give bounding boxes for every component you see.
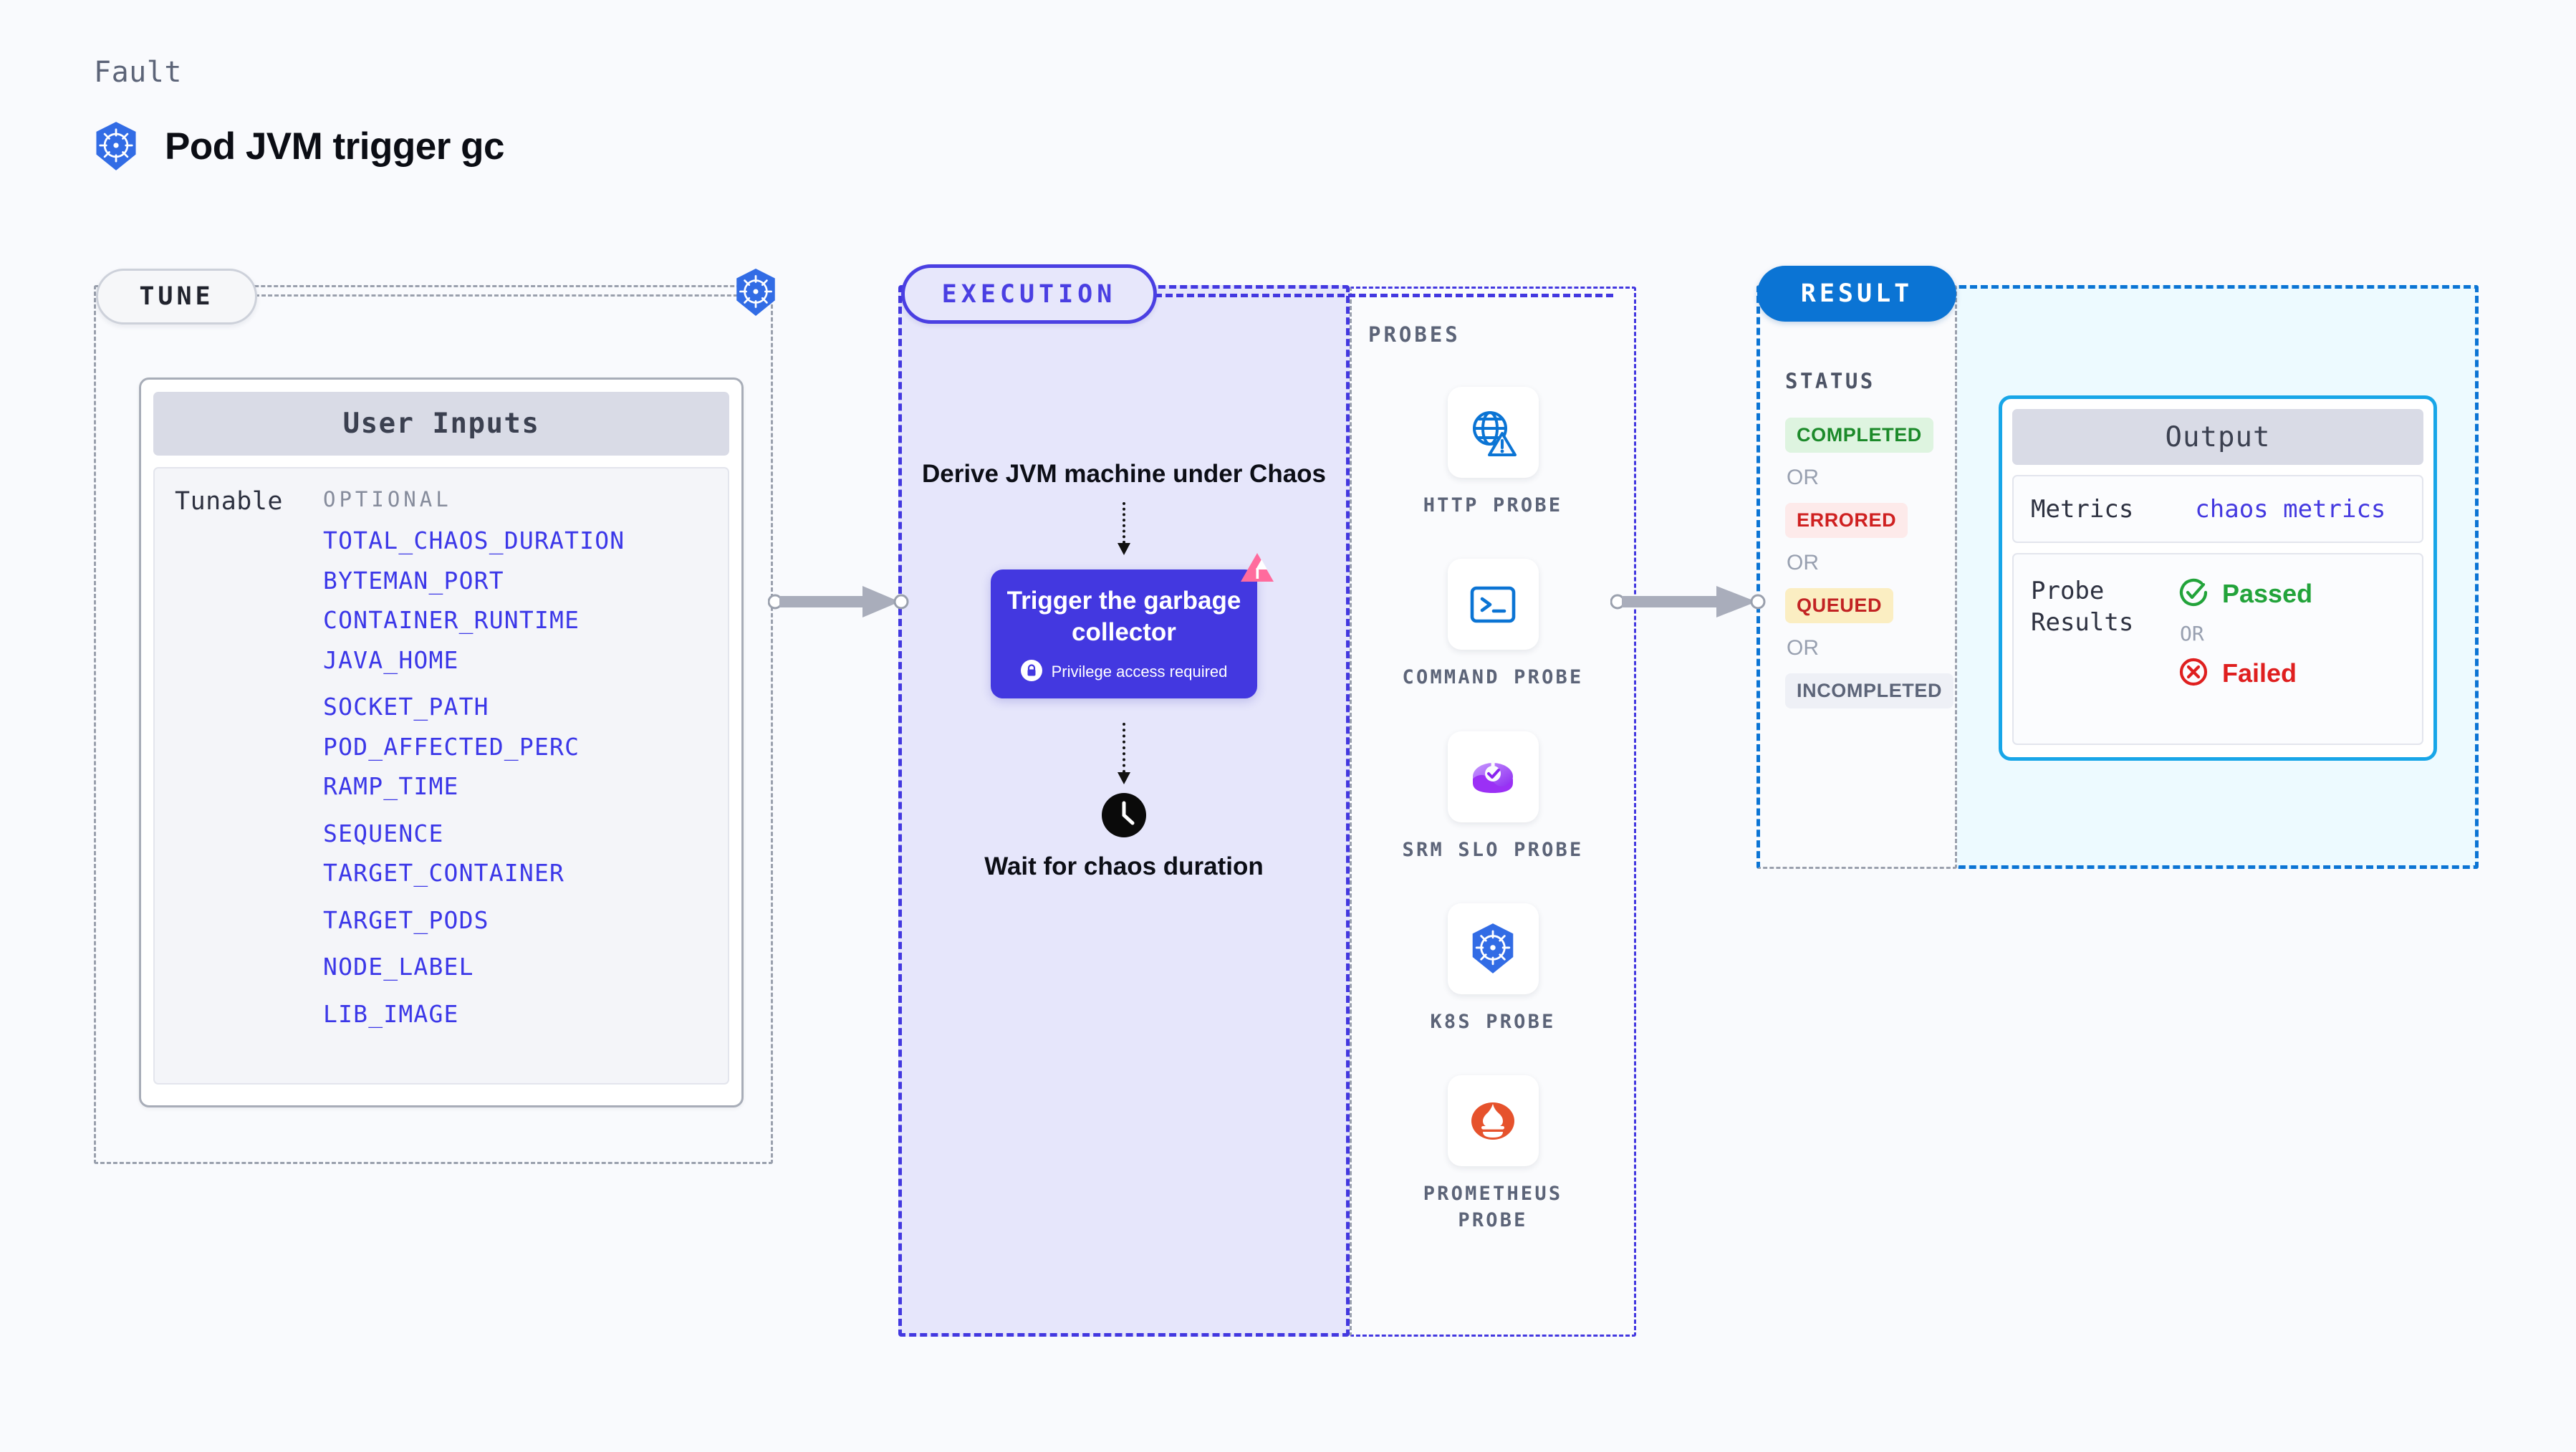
result-status-panel <box>1756 285 1957 869</box>
tunable-variable[interactable]: JAVA_HOME <box>323 645 459 674</box>
page-header: Pod JVM trigger gc <box>92 120 504 172</box>
execution-wait-node: Wait for chaos duration <box>984 773 1264 883</box>
tunable-variable-column: OPTIONAL TOTAL_CHAOS_DURATION BYTEMAN_POR… <box>323 487 728 1083</box>
privilege-note-text: Privilege access required <box>1051 663 1228 681</box>
output-card: Output Metrics chaos metrics Probe Resul… <box>1999 395 2437 761</box>
probe-item[interactable]: K8S PROBE <box>1385 903 1600 1035</box>
probe-label: K8S PROBE <box>1430 1010 1556 1033</box>
output-card-title: Output <box>2165 420 2271 453</box>
tunable-label-column: Tunable <box>155 487 323 1083</box>
status-badge: COMPLETED <box>1785 418 1933 453</box>
tunable-variable[interactable]: TARGET_PODS <box>323 905 489 934</box>
result-chip[interactable]: RESULT <box>1757 266 1956 322</box>
probes-section-label: PROBES <box>1368 322 1461 347</box>
tunable-label: Tunable <box>175 487 284 516</box>
x-circle-icon <box>2177 655 2210 691</box>
privilege-note: Privilege access required <box>1004 660 1244 684</box>
output-card-header: Output <box>2012 409 2423 465</box>
prometheus-icon <box>1447 1075 1539 1166</box>
kubernetes-icon <box>1447 903 1539 994</box>
status-or-label: OR <box>1787 636 1819 660</box>
status-heading: STATUS <box>1785 369 1875 393</box>
status-badge: QUEUED <box>1785 588 1894 623</box>
probe-result-failed: Failed <box>2177 655 2422 691</box>
execution-flow: Derive JVM machine under Chaos Trigger t… <box>898 458 1350 883</box>
globe-warning-icon <box>1447 387 1539 478</box>
tunable-variable[interactable]: TOTAL_CHAOS_DURATION <box>323 527 625 554</box>
kubernetes-icon <box>732 267 779 320</box>
optional-group-label: OPTIONAL <box>323 487 452 511</box>
execution-chip-label: EXECUTION <box>941 279 1117 309</box>
probe-item[interactable]: PROMETHEUS PROBE <box>1385 1075 1600 1234</box>
probe-item[interactable]: SRM SLO PROBE <box>1385 731 1600 863</box>
user-inputs-body: Tunable OPTIONAL TOTAL_CHAOS_DURATION BYT… <box>153 467 729 1085</box>
tunable-variable[interactable]: POD_AFFECTED_PERC <box>323 732 580 761</box>
tunable-variable[interactable]: CONTAINER_RUNTIME <box>323 606 580 635</box>
check-circle-icon <box>2177 576 2210 612</box>
probe-label: SRM SLO PROBE <box>1402 838 1584 861</box>
tune-chip[interactable]: TUNE <box>96 269 257 324</box>
tune-top-dashed-line <box>255 294 764 297</box>
lock-icon <box>1020 660 1042 684</box>
page-title: Pod JVM trigger gc <box>165 125 504 168</box>
execution-top-dashed-line <box>1155 294 1613 297</box>
litmus-chaos-icon <box>1238 550 1277 592</box>
status-badge-list: COMPLETED OR ERRORED OR QUEUED OR INCOMPLETED <box>1785 418 1957 708</box>
tunable-variable[interactable]: LIB_IMAGE <box>323 1000 459 1029</box>
status-badge: ERRORED <box>1785 503 1908 538</box>
probes-list: HTTP PROBE COMMAND PROBE SRM SLO PROBE <box>1350 387 1636 1234</box>
probe-label: COMMAND PROBE <box>1402 666 1584 689</box>
tunable-variable[interactable]: SOCKET_PATH <box>323 693 489 721</box>
result-chip-label: RESULT <box>1800 279 1913 308</box>
probe-result-or: OR <box>2180 622 2204 645</box>
output-metrics-row: Metrics chaos metrics <box>2012 475 2423 543</box>
tunable-variable[interactable]: NODE_LABEL <box>323 953 474 981</box>
terminal-icon <box>1447 559 1539 650</box>
user-inputs-card: User Inputs Tunable OPTIONAL TOTAL_CHAOS… <box>139 378 744 1107</box>
execution-step-wait: Wait for chaos duration <box>984 852 1264 881</box>
metrics-label: Metrics <box>2031 494 2134 524</box>
output-probe-results-row: Probe Results Passed OR <box>2012 553 2423 745</box>
execution-chip[interactable]: EXECUTION <box>901 264 1157 324</box>
tunable-variable-list: TOTAL_CHAOS_DURATION BYTEMAN_PORT CONTAINE… <box>323 525 728 1030</box>
tunable-variable[interactable]: BYTEMAN_PORT <box>323 566 504 595</box>
status-or-label: OR <box>1787 466 1819 489</box>
tune-panel <box>94 285 773 1164</box>
status-column: STATUS COMPLETED OR ERRORED OR QUEUED OR INCOM… <box>1785 369 1957 708</box>
probe-item[interactable]: HTTP PROBE <box>1385 387 1600 519</box>
page-eyebrow: Fault <box>94 56 182 89</box>
execution-step-derive: Derive JVM machine under Chaos <box>921 460 1327 488</box>
tunable-variable[interactable]: TARGET_CONTAINER <box>323 859 565 888</box>
tune-chip-label: TUNE <box>139 282 214 311</box>
flow-arrow-down-1 <box>1118 501 1130 555</box>
probe-results-label: Probe Results <box>2031 577 2134 637</box>
probe-label: PROMETHEUS PROBE <box>1423 1183 1563 1232</box>
status-badge: INCOMPLETED <box>1785 673 1954 708</box>
probe-label: HTTP PROBE <box>1423 494 1563 516</box>
status-or-label: OR <box>1787 551 1819 574</box>
probe-results-values: Passed OR Failed <box>2174 576 2422 744</box>
tunable-variable[interactable]: RAMP_TIME <box>323 772 459 801</box>
user-inputs-title: User Inputs <box>342 408 540 440</box>
kubernetes-icon <box>92 120 140 172</box>
passed-label: Passed <box>2222 579 2313 608</box>
srm-slo-icon <box>1447 731 1539 822</box>
execution-gc-node[interactable]: Trigger the garbage collector Privilege … <box>991 552 1274 699</box>
user-inputs-header: User Inputs <box>153 392 729 456</box>
connector-probes-to-result <box>1610 584 1768 622</box>
connector-tune-to-execution <box>767 584 911 622</box>
probe-item[interactable]: COMMAND PROBE <box>1385 559 1600 691</box>
execution-gc-title: Trigger the garbage collector <box>1006 586 1241 646</box>
tunable-variable[interactable]: SEQUENCE <box>323 819 444 847</box>
clock-icon <box>1100 792 1148 839</box>
metrics-value-link[interactable]: chaos metrics <box>2195 494 2386 524</box>
flow-arrow-down-2 <box>1118 723 1130 785</box>
probe-result-passed: Passed <box>2177 576 2422 612</box>
failed-label: Failed <box>2222 658 2297 688</box>
